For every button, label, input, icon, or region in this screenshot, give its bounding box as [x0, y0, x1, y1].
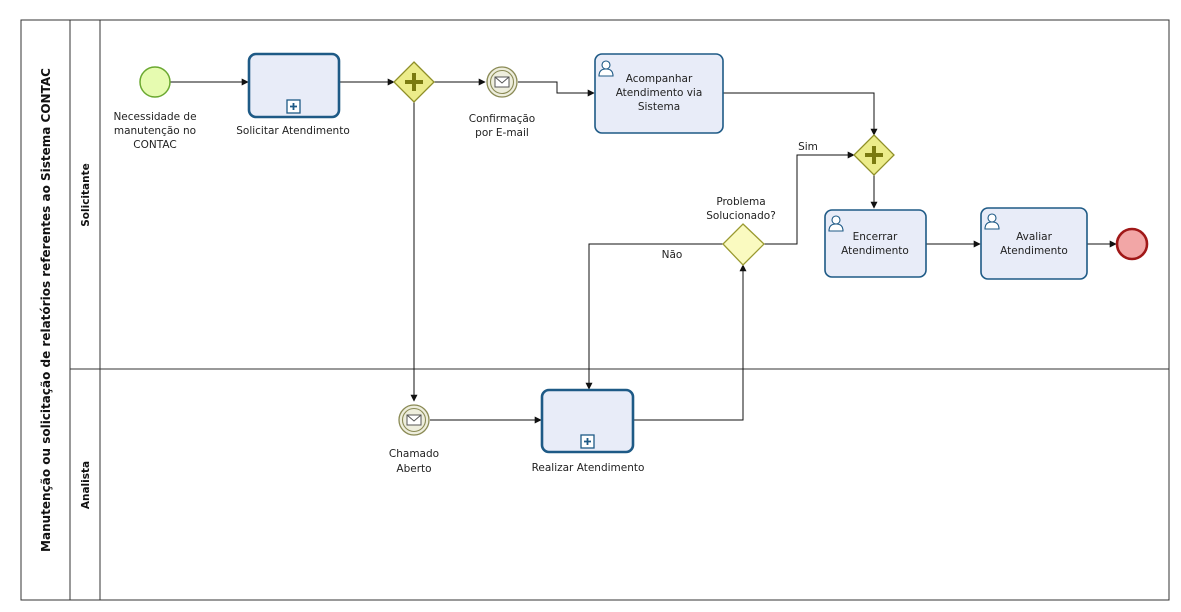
- start-event-label-2: manutenção no: [114, 125, 196, 137]
- event-inner-ring: [401, 407, 427, 433]
- flow-realizar-to-decisao: [633, 264, 747, 421]
- envelope-icon: [494, 76, 510, 88]
- end-event-circle[interactable]: [1115, 227, 1149, 261]
- task-box[interactable]: [980, 207, 1088, 280]
- plus-icon: [865, 146, 883, 164]
- subprocess-box[interactable]: [540, 388, 635, 454]
- parallel-gateway-split[interactable]: [393, 61, 435, 103]
- decisao-label-2: Solucionado?: [706, 210, 776, 222]
- decisao-label-1: Problema: [716, 196, 765, 208]
- flow-label-nao: Não: [662, 249, 683, 261]
- task-acompanhar-atendimento[interactable]: Acompanhar Atendimento via Sistema: [594, 53, 724, 134]
- encerrar-label-1: Encerrar: [853, 231, 898, 243]
- acompanhar-label-3: Sistema: [638, 101, 680, 113]
- avaliar-label-1: Avaliar: [1016, 231, 1052, 243]
- acompanhar-label-2: Atendimento via: [616, 87, 703, 99]
- flow-decisao-nao-to-realizar: [585, 243, 723, 390]
- task-box[interactable]: [824, 209, 927, 278]
- subprocess-box[interactable]: [247, 52, 341, 119]
- subprocess-label: Realizar Atendimento: [532, 462, 645, 474]
- lane-title-analista: Analista: [80, 461, 92, 509]
- message-event-confirmacao[interactable]: Confirmação por E-mail: [469, 66, 535, 139]
- flow-confirmacao-to-acompanhar: [518, 81, 595, 97]
- confirmacao-label-1: Confirmação: [469, 113, 535, 125]
- end-event[interactable]: [1115, 227, 1149, 261]
- user-icon: [828, 215, 844, 232]
- exclusive-gateway-problema-solucionado[interactable]: Problema Solucionado?: [706, 196, 776, 266]
- task-box[interactable]: [594, 53, 724, 134]
- message-event-chamado-aberto[interactable]: Chamado Aberto: [389, 404, 439, 475]
- expand-icon[interactable]: [580, 434, 595, 449]
- lane-title-solicitante: Solicitante: [80, 163, 92, 227]
- envelope-icon: [406, 414, 422, 426]
- subprocess-realizar-atendimento[interactable]: Realizar Atendimento: [532, 388, 645, 474]
- user-icon: [984, 213, 1000, 230]
- plus-icon: [405, 73, 423, 91]
- flow-acompanhar-to-join: [723, 92, 878, 136]
- event-inner-ring: [489, 69, 515, 95]
- task-encerrar-atendimento[interactable]: Encerrar Atendimento: [824, 209, 927, 278]
- encerrar-label-2: Atendimento: [841, 245, 909, 257]
- sequence-flows: [170, 78, 1117, 424]
- parallel-gateway-join[interactable]: [853, 134, 895, 176]
- pool-title: Manutenção ou solicitação de relatórios …: [39, 68, 53, 552]
- start-event-circle[interactable]: [139, 66, 171, 98]
- task-avaliar-atendimento[interactable]: Avaliar Atendimento: [980, 207, 1088, 280]
- flow-label-sim: Sim: [798, 141, 818, 153]
- confirmacao-label-2: por E-mail: [475, 127, 529, 139]
- start-event-label-1: Necessidade de: [113, 111, 196, 123]
- subprocess-solicitar-atendimento[interactable]: Solicitar Atendimento: [236, 52, 350, 137]
- chamado-label-1: Chamado: [389, 448, 439, 460]
- chamado-label-2: Aberto: [396, 463, 431, 475]
- subprocess-label: Solicitar Atendimento: [236, 125, 350, 137]
- acompanhar-label-1: Acompanhar: [626, 73, 693, 85]
- flow-decisao-sim-to-join: [764, 151, 855, 245]
- start-event[interactable]: Necessidade de manutenção no CONTAC: [113, 66, 197, 151]
- expand-icon[interactable]: [286, 99, 301, 114]
- avaliar-label-2: Atendimento: [1000, 245, 1068, 257]
- gateway-diamond[interactable]: [722, 223, 765, 266]
- user-icon: [598, 60, 614, 77]
- start-event-label-3: CONTAC: [133, 139, 176, 151]
